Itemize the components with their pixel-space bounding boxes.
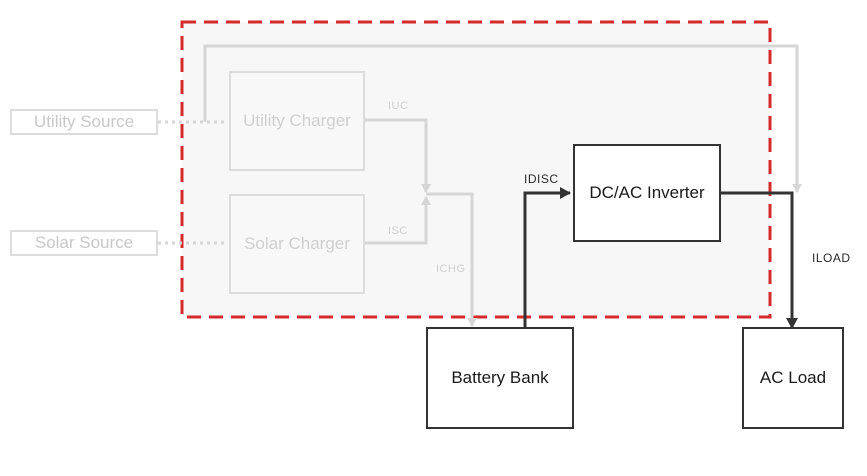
idisc-line xyxy=(523,187,571,328)
solar-charger-box: Solar Charger xyxy=(229,194,365,294)
utility-charger-box: Utility Charger xyxy=(229,71,365,171)
solar-source-box: Solar Source xyxy=(10,230,158,256)
dc-ac-inverter-box: DC/AC Inverter xyxy=(573,144,721,242)
utility-charger-label: Utility Charger xyxy=(243,111,351,130)
iload-line xyxy=(721,191,798,329)
utility-source-label: Utility Source xyxy=(33,112,135,131)
battery-bank-label: Battery Bank xyxy=(451,368,549,387)
idisc-label: IDISC xyxy=(524,172,559,186)
utility-source-box: Utility Source xyxy=(10,109,158,135)
ac-load-label: AC Load xyxy=(759,368,827,387)
iload-label: ILOAD xyxy=(812,251,851,265)
utility-bypass-line xyxy=(203,44,802,193)
ac-load-box: AC Load xyxy=(742,327,844,429)
solar-source-label: Solar Source xyxy=(34,233,134,252)
iuc-label: IUC xyxy=(388,100,409,112)
battery-bank-box: Battery Bank xyxy=(426,327,574,429)
dc-ac-inverter-label: DC/AC Inverter xyxy=(589,183,705,202)
iuc-line xyxy=(365,118,431,193)
isc-line xyxy=(365,196,431,245)
isc-label: ISC xyxy=(388,225,408,237)
solar-charger-label: Solar Charger xyxy=(244,234,350,253)
ichg-label: ICHG xyxy=(436,263,466,275)
ichg-line xyxy=(426,192,477,327)
